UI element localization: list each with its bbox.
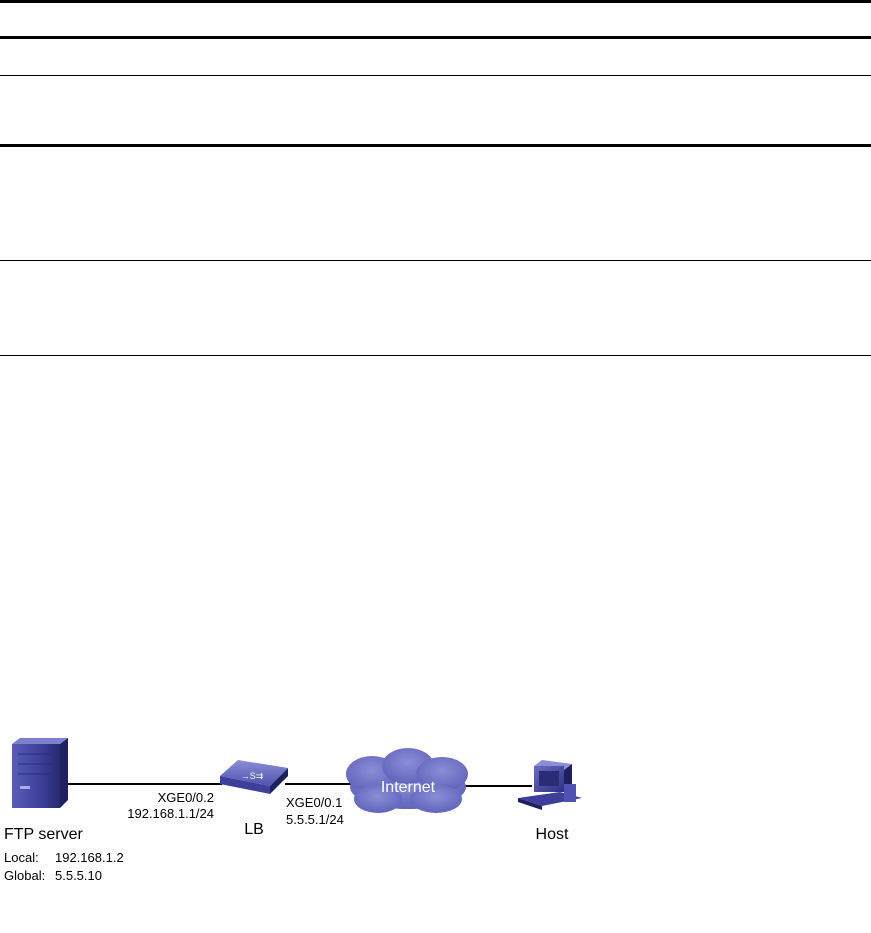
ftp-server-icon [12, 738, 68, 808]
table-row-divider [0, 75, 871, 76]
table-header-rule [0, 36, 871, 39]
table-section-rule [0, 144, 871, 147]
lb-left-ip: 192.168.1.1/24 [127, 806, 214, 821]
table-bottom-rule [0, 355, 871, 356]
lb-label: LB [244, 821, 264, 838]
lb-right-ip: 5.5.5.1/24 [286, 812, 344, 827]
internet-cloud-icon: Internet [346, 748, 468, 813]
host-label: Host [536, 826, 569, 843]
ftp-global-label: Global: [4, 868, 45, 883]
table-row [0, 76, 871, 144]
table-row [0, 3, 871, 37]
lb-left-interface: XGE0/0.2 [158, 790, 214, 805]
svg-text:→S⇉: →S⇉ [241, 771, 264, 781]
ftp-global-address: 5.5.5.10 [55, 868, 102, 883]
lb-right-interface: XGE0/0.1 [286, 795, 342, 810]
ftp-local-label: Local: [4, 850, 39, 865]
network-diagram: →S⇉ Internet FTP server Local: 192.168.1… [4, 738, 582, 883]
host-pc-icon [518, 760, 582, 810]
lb-device-icon: →S⇉ [220, 760, 288, 794]
internet-label: Internet [381, 779, 436, 796]
table-row [0, 261, 871, 355]
table-top-rule [0, 0, 871, 3]
table-row [0, 39, 871, 75]
ftp-local-address: 192.168.1.2 [55, 850, 124, 865]
table-row [0, 147, 871, 260]
table-row-divider [0, 260, 871, 261]
ftp-server-label: FTP server [4, 826, 84, 843]
